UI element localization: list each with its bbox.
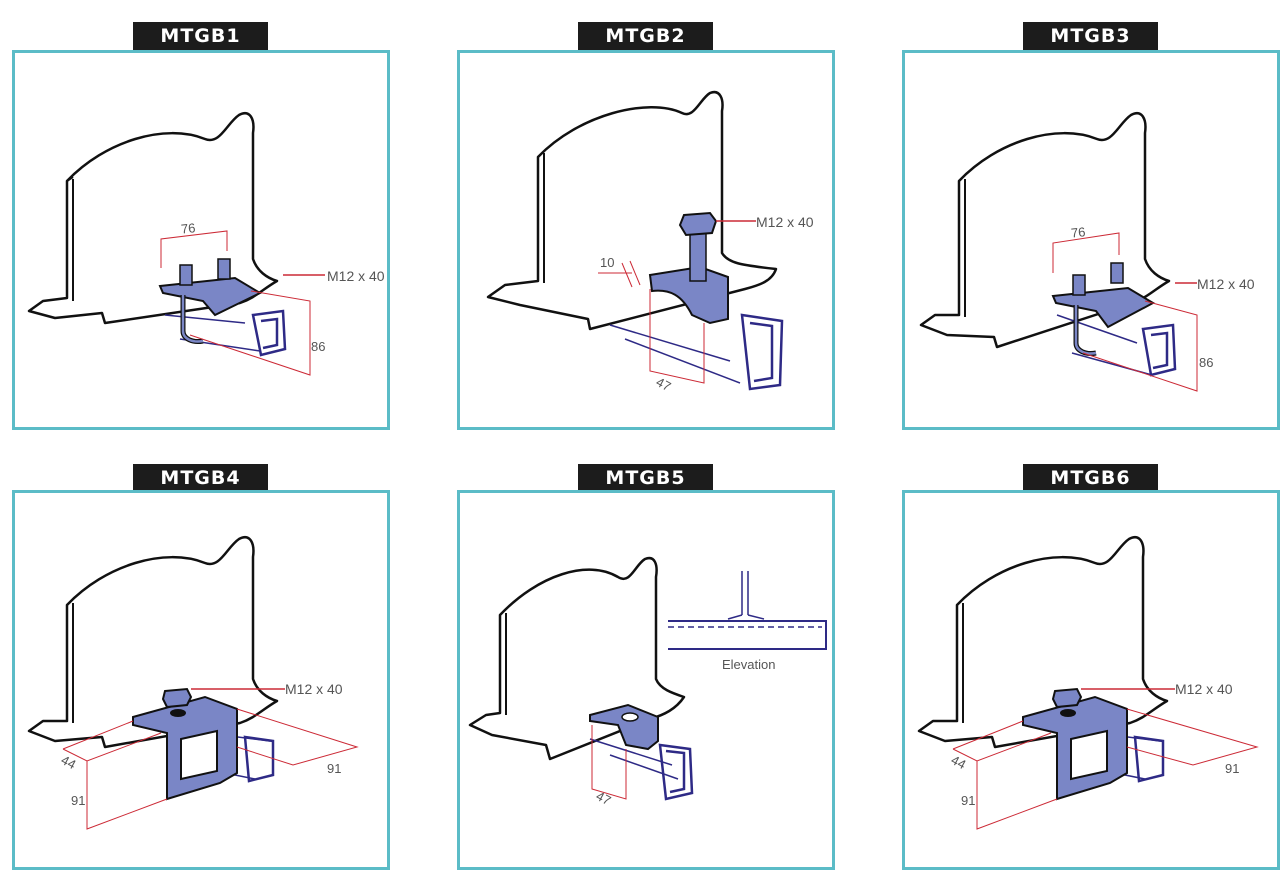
- bolt-label: M12 x 40: [1197, 276, 1255, 292]
- dimension-label-47: 47: [594, 788, 614, 808]
- panel-title-mtgb5: MTGB5: [578, 464, 713, 492]
- panel-mtgb4: M12 x 40 44 91 91: [12, 490, 390, 870]
- bolt-label: M12 x 40: [1175, 681, 1233, 697]
- dimension-label-44: 44: [59, 752, 79, 772]
- panel-title-mtgb4: MTGB4: [133, 464, 268, 492]
- dimension-label-91-side: 91: [327, 761, 341, 776]
- dimension-label-47: 47: [654, 374, 674, 394]
- dimension-label-10: 10: [600, 255, 614, 270]
- panel-mtgb3: 76 M12 x 40 86: [902, 50, 1280, 430]
- beam-clamp-drawing-mtgb3: 76 M12 x 40 86: [919, 112, 1255, 392]
- dimension-label-91-side: 91: [1225, 761, 1239, 776]
- beam-clamp-drawing-mtgb4: M12 x 40 44 91 91: [27, 536, 359, 830]
- panel-mtgb6: M12 x 40 44 91 91: [902, 490, 1280, 870]
- dimension-label-76: 76: [1070, 224, 1086, 240]
- panel-title-mtgb1: MTGB1: [133, 22, 268, 50]
- dimension-label-91-height: 91: [71, 793, 85, 808]
- dimension-label-86: 86: [1199, 355, 1213, 370]
- panel-mtgb1: 76 M12 x 40 86: [12, 50, 390, 430]
- dimension-label-44: 44: [949, 752, 969, 772]
- beam-clamp-drawing-mtgb2: M12 x 40 10 47: [486, 90, 814, 394]
- panel-title-mtgb6: MTGB6: [1023, 464, 1158, 492]
- dimension-label-86: 86: [311, 339, 325, 354]
- elevation-label: Elevation: [722, 657, 775, 672]
- bolt-label: M12 x 40: [285, 681, 343, 697]
- dimension-label-91-height: 91: [961, 793, 975, 808]
- beam-clamp-drawing-mtgb5: Elevation 47: [468, 556, 827, 808]
- beam-clamp-drawing-mtgb1: 76 M12 x 40 86: [27, 112, 385, 376]
- panel-title-mtgb3: MTGB3: [1023, 22, 1158, 50]
- dimension-label-76: 76: [180, 220, 196, 236]
- panel-title-mtgb2: MTGB2: [578, 22, 713, 50]
- beam-clamp-drawing-mtgb6: M12 x 40 44 91 91: [917, 536, 1259, 830]
- panel-mtgb5: Elevation 47: [457, 490, 835, 870]
- bolt-label: M12 x 40: [756, 214, 814, 230]
- bolt-label: M12 x 40: [327, 268, 385, 284]
- panel-mtgb2: M12 x 40 10 47: [457, 50, 835, 430]
